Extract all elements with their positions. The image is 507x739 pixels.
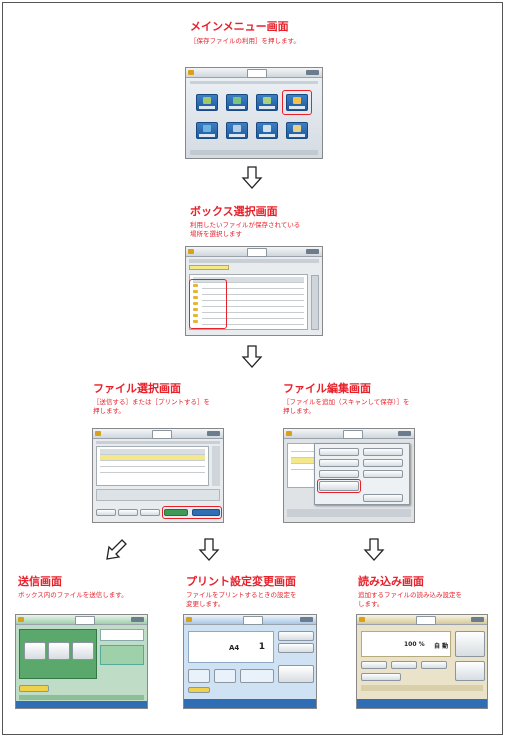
arrow-down-icon (241, 345, 263, 368)
close-icon[interactable] (131, 617, 144, 622)
file-select-desc-1: ［送信する］または［プリントする］を (93, 398, 210, 406)
tile-use-saved-files[interactable] (286, 94, 308, 111)
folder-icon (359, 617, 365, 622)
file-edit-desc-1: ［ファイルを追加（スキャンして保存）］を (283, 398, 410, 406)
print-settings-desc-2: 変更します。 (186, 600, 225, 608)
scan-in-screenshot: 100 % 自 動 (356, 614, 488, 709)
file-edit-title: ファイル編集画面 (283, 382, 371, 395)
file-select-title: ファイル選択画面 (93, 382, 181, 395)
menu-icon (188, 70, 194, 75)
arrow-down-icon (241, 166, 263, 189)
add-file-scan-save-button[interactable] (319, 481, 359, 491)
folder-icon (286, 431, 292, 436)
arrow-down-icon (363, 538, 385, 561)
box-select-screenshot (185, 246, 323, 336)
arrow-down-left-icon (106, 539, 127, 560)
highlight-box-list (189, 279, 227, 329)
folder-icon (188, 249, 194, 254)
scan-in-desc-1: 追加するファイルの読み込み設定を (358, 591, 462, 599)
box-select-desc-2: 場所を選択します (190, 230, 242, 238)
scan-in-desc-2: します。 (358, 600, 384, 608)
print-settings-title: プリント設定変更画面 (186, 575, 296, 588)
print-settings-screenshot: A4 1 (183, 614, 317, 709)
print-settings-desc-1: ファイルをプリントするときの設定を (186, 591, 297, 599)
close-icon[interactable] (306, 70, 319, 75)
file-edit-desc-2: 押します。 (283, 407, 315, 415)
send-screenshot (15, 614, 148, 709)
file-select-titlebar (93, 429, 223, 439)
box-select-desc-1: 利用したいファイルが保存されている (190, 221, 301, 229)
main-menu-titlebar (186, 68, 322, 78)
send-button[interactable] (164, 509, 188, 516)
box-select-title: ボックス選択画面 (190, 205, 278, 218)
tile-fax-inbox[interactable] (196, 122, 218, 139)
close-icon[interactable] (306, 249, 319, 254)
tile-scan-save[interactable] (256, 94, 278, 111)
print-settings-titlebar (184, 615, 316, 625)
tile-copy[interactable] (196, 94, 218, 111)
send-titlebar (16, 615, 147, 625)
close-icon[interactable] (300, 617, 313, 622)
folder-icon (18, 617, 24, 622)
folder-icon (95, 431, 101, 436)
close-icon[interactable] (471, 617, 484, 622)
tile-other[interactable] (286, 122, 308, 139)
print-button[interactable] (192, 509, 220, 516)
highlight-send-print (162, 506, 222, 519)
highlight-add-file (317, 479, 361, 493)
scan-in-title: 読み込み画面 (358, 575, 424, 588)
file-select-desc-2: 押します。 (93, 407, 125, 415)
send-desc: ボックス内のファイルを送信します。 (18, 591, 128, 599)
highlight-use-saved-files (282, 90, 312, 115)
send-title: 送信画面 (18, 575, 62, 588)
box-select-titlebar (186, 247, 322, 257)
file-select-screenshot (92, 428, 224, 523)
main-menu-title: メインメニュー画面 (190, 20, 289, 33)
tile-scan-send[interactable] (226, 94, 248, 111)
close-icon[interactable] (398, 431, 411, 436)
arrow-down-icon (198, 538, 220, 561)
tile-web-access[interactable] (256, 122, 278, 139)
scan-in-titlebar (357, 615, 487, 625)
file-edit-titlebar (284, 429, 414, 439)
main-menu-desc: ［保存ファイルの利用］を押します。 (190, 37, 300, 45)
close-icon[interactable] (207, 431, 220, 436)
tile-remote-scan[interactable] (226, 122, 248, 139)
main-menu-screenshot (185, 67, 323, 159)
printer-icon (186, 617, 192, 622)
file-edit-screenshot (283, 428, 415, 523)
